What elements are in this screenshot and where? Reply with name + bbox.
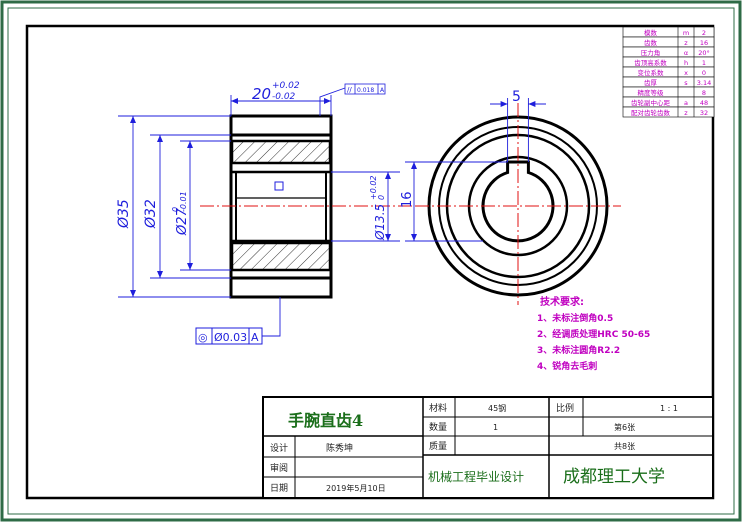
quantity-label: 数量: [429, 421, 447, 433]
gear-param-symbol: α: [684, 49, 688, 57]
gear-param-value: 0: [702, 69, 706, 77]
gear-param-value: 32: [700, 109, 708, 117]
parallel-value: 0.018: [357, 87, 374, 94]
gear-param-symbol: z: [684, 109, 688, 117]
gear-param-name: 变位系数: [638, 68, 665, 77]
review-label: 审阅: [270, 462, 288, 474]
inner-border: [7, 7, 735, 515]
gear-table-row: 精度等级 8: [622, 86, 715, 98]
dim-width-tol-upper: +0.02: [272, 81, 300, 91]
gear-table-row: 齿轮副中心距 a 48: [622, 96, 715, 108]
school-name: 成都理工大学: [563, 467, 665, 487]
gear-param-name: 齿轮副中心距: [631, 98, 671, 107]
dim-keyway-width: 5: [512, 89, 521, 105]
scale-value: 1 : 1: [660, 404, 678, 413]
gear-param-value: 20°: [698, 49, 710, 57]
gear-param-name: 配对齿轮齿数: [631, 108, 671, 117]
gear-param-symbol: m: [683, 29, 689, 37]
gear-table-row: 模数 m 2: [622, 26, 715, 38]
parallel-symbol: //: [347, 86, 352, 94]
material-label: 材料: [429, 402, 447, 414]
end-view: [415, 103, 621, 305]
dim-keyway-depth: 16: [400, 191, 415, 208]
gear-param-name: 齿厚: [644, 79, 658, 87]
parallel-datum: A: [380, 87, 385, 94]
gear-table-row: 齿数 z 16: [622, 36, 715, 48]
material-value: 45钢: [488, 403, 506, 413]
gear-param-symbol: h: [684, 59, 688, 67]
dim-bore-tol-upper: +0.02: [369, 175, 378, 200]
gear-param-name: 模数: [644, 28, 658, 37]
gear-param-value: 3.14: [697, 79, 711, 87]
dim-outer-diameter: Ø35: [116, 199, 132, 229]
gear-param-symbol: a: [684, 99, 688, 107]
dim-width-tol-lower: -0.02: [272, 92, 296, 102]
dim-root-diameter: Ø32: [143, 199, 159, 229]
date-value: 2019年5月10日: [326, 483, 386, 493]
section-dim-labels: 20 +0.02 -0.02 Ø35 Ø32 Ø27 -0.01 0 Ø13.5…: [116, 81, 387, 241]
scale-label: 比例: [556, 402, 574, 414]
section-view: [200, 114, 420, 299]
gear-param-symbol: x: [684, 69, 688, 77]
tech-req-title: 技术要求:: [540, 295, 584, 308]
mass-label: 质量: [429, 440, 447, 452]
dim-width: 20: [252, 85, 271, 103]
gear-param-value: 2: [702, 29, 706, 37]
gear-param-name: 齿顶高系数: [634, 58, 667, 67]
section-dimensions: [118, 87, 400, 337]
sheet-number: 第6张: [614, 422, 635, 432]
dim-bore-diameter: Ø13.5: [373, 204, 387, 241]
runout-value: Ø0.03: [214, 331, 247, 344]
gear-table-row: 变位系数 x 0: [622, 66, 715, 78]
runout-frame: ◎ Ø0.03 A: [195, 327, 263, 345]
gear-param-value: 48: [700, 99, 708, 107]
parallelism-frame: // 0.018 A: [344, 83, 386, 95]
gear-param-symbol: s: [684, 79, 688, 87]
technical-requirements: 技术要求: 1、未标注倒角0.5 2、经调质处理HRC 50-65 3、未标注圆…: [537, 295, 650, 372]
designer-name: 陈秀坤: [326, 442, 353, 454]
runout-datum: A: [251, 331, 259, 344]
hatch-lower: [230, 241, 332, 272]
title-block: 手腕直齿4 材料 45钢 比例 1 : 1 数量 1 第6张 质量 共8张 设计…: [262, 396, 714, 499]
gear-param-value: 16: [700, 39, 708, 47]
end-view-dimensions: [405, 98, 546, 242]
gear-param-name: 精度等级: [638, 88, 665, 97]
gear-table-row: 齿厚 s 3.14: [622, 76, 715, 88]
total-sheets: 共8张: [614, 442, 635, 451]
quantity-value: 1: [493, 423, 498, 432]
runout-symbol: ◎: [198, 331, 208, 344]
tech-req-item-2: 2、经调质处理HRC 50-65: [537, 328, 650, 340]
dim-hub-tol-upper: 0: [171, 207, 180, 212]
part-name: 手腕直齿4: [288, 411, 363, 430]
gear-table-row: 配对齿轮齿数 z 32: [622, 106, 715, 118]
dim-hub-tol: -0.01: [179, 191, 188, 212]
tech-req-item-4: 4、锐角去毛刺: [537, 360, 597, 372]
date-label: 日期: [270, 483, 288, 494]
gear-param-value: 1: [702, 59, 706, 67]
project-name: 机械工程毕业设计: [428, 469, 524, 484]
gear-param-name: 齿数: [644, 38, 658, 47]
hatch-upper: [230, 139, 332, 165]
dim-hub-diameter: Ø27: [175, 207, 190, 236]
gear-table-row: 齿顶高系数 h 1: [622, 56, 715, 68]
gear-param-name: 压力角: [641, 48, 661, 57]
tech-req-item-1: 1、未标注倒角0.5: [537, 312, 613, 324]
gear-param-value: 8: [702, 89, 706, 97]
design-label: 设计: [270, 442, 288, 454]
gear-param-symbol: z: [684, 39, 688, 47]
dim-bore-tol-lower: 0: [377, 195, 386, 200]
tech-req-item-3: 3、未标注圆角R2.2: [537, 344, 620, 356]
gear-table-row: 压力角 α 20°: [622, 46, 715, 58]
